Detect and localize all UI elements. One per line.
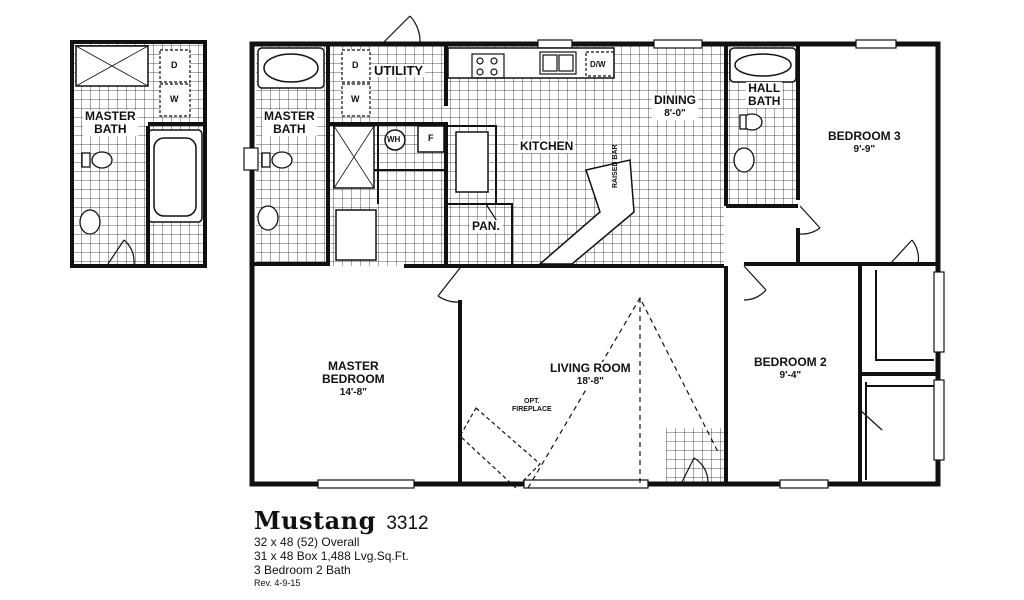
room-label-living-room: LIVING ROOM 18'-8" <box>548 362 633 388</box>
bathtubs <box>75 45 797 223</box>
room-label-master-bath: MASTER BATH <box>262 110 317 136</box>
room-label-bedroom2: BEDROOM 2 9'-4" <box>752 356 829 382</box>
room-label-bedroom3: BEDROOM 3 9'-9" <box>826 130 903 156</box>
plan-legend: Mustang 3312 32 x 48 (52) Overall 31 x 4… <box>254 506 429 588</box>
fireplace-label-text: OPT. FIREPLACE <box>512 398 552 413</box>
bed-bath-count: 3 Bedroom 2 Bath <box>254 563 351 577</box>
utility-name: UTILITY <box>374 63 424 78</box>
dishwasher-label: D/W <box>590 60 606 69</box>
fireplace-outline <box>459 407 541 489</box>
interior-walls <box>252 44 938 484</box>
room-label-utility: UTILITY <box>372 63 426 78</box>
hall-bath-name: HALL BATH <box>748 81 781 108</box>
fireplace-label: OPT. FIREPLACE <box>512 398 552 414</box>
bedroom3-dimension: 9'-9" <box>853 144 876 155</box>
room-label-hall-bath: HALL BATH <box>746 81 783 108</box>
water-heater-label: WH <box>387 135 401 144</box>
dining-name: DINING <box>654 93 696 107</box>
box-size: 31 x 48 Box 1,488 Lvg.Sq.Ft. <box>254 549 409 563</box>
toilets-sinks <box>79 113 763 235</box>
room-label-kitchen: KITCHEN <box>518 139 576 153</box>
model-name: Mustang <box>254 506 376 535</box>
living-room-name: LIVING ROOM <box>550 361 631 375</box>
kitchen-name: KITCHEN <box>520 139 574 153</box>
partitions <box>334 124 934 480</box>
alt-bath-walls <box>70 40 207 268</box>
bedroom2-dimension: 9'-4" <box>779 370 802 381</box>
washer-label: W <box>351 94 360 104</box>
model-title: Mustang 3312 <box>254 506 429 535</box>
room-label-master-bedroom: MASTER BEDROOM 14'-8" <box>320 360 387 399</box>
dryer-label: D <box>352 60 359 70</box>
bedroom3-name: BEDROOM 3 <box>828 129 901 143</box>
bedroom2-name: BEDROOM 2 <box>754 355 827 369</box>
master-bath-name: MASTER BATH <box>264 109 315 136</box>
model-number: 3312 <box>386 513 429 534</box>
room-label-dining: DINING 8'-0" <box>652 94 698 120</box>
revision-date: Rev. 4-9-15 <box>254 578 301 588</box>
master-bedroom-name: MASTER BEDROOM <box>322 359 385 386</box>
exterior-walls <box>249 41 941 487</box>
raised-bar-label: RAISED BAR <box>612 144 619 188</box>
kitchen-appliances <box>471 51 615 79</box>
master-bedroom-dimension: 14'-8" <box>339 387 367 398</box>
laundry-boxes <box>159 49 371 117</box>
dining-dimension: 8'-0" <box>664 108 686 119</box>
alt-dryer-label: D <box>171 60 178 70</box>
room-label-alt-master-bath: MASTER BATH <box>83 110 138 136</box>
alt-master-bath-name: MASTER BATH <box>85 109 136 136</box>
shower <box>333 125 375 189</box>
alt-washer-label: W <box>170 94 179 104</box>
overall-size: 32 x 48 (52) Overall <box>254 535 360 549</box>
living-room-dimension: 18'-8" <box>576 376 604 387</box>
room-label-pantry: PAN. <box>470 220 502 233</box>
furnace-label: F <box>428 133 434 143</box>
pantry-name: PAN. <box>472 219 500 233</box>
vaulted-ceiling-lines <box>527 296 719 489</box>
doors <box>107 15 920 483</box>
wh-furnace <box>384 125 445 153</box>
windows <box>243 39 945 489</box>
